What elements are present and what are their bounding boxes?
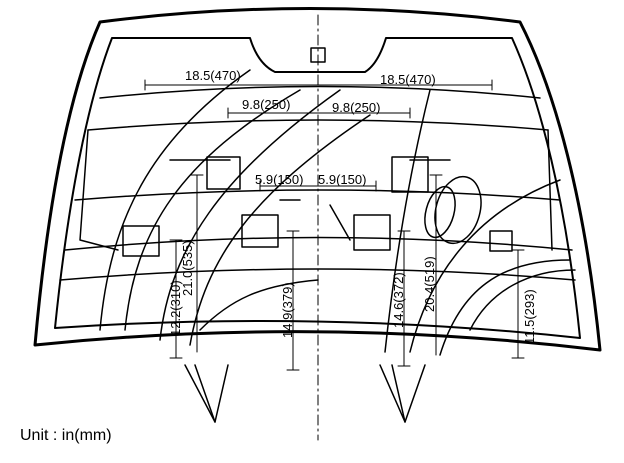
- sensor-pad: [206, 156, 241, 190]
- wiper-blades: [184, 364, 426, 423]
- sensor-pad: [241, 214, 279, 248]
- dim-label-top-right: 18.5(470): [380, 72, 436, 87]
- dim-label-center-right: 5.9(150): [318, 172, 366, 187]
- windshield-outer-outline: [33, 7, 602, 352]
- unit-label: Unit : in(mm): [20, 427, 112, 444]
- sensor-zone-outer: [434, 175, 482, 245]
- dim-label-v3: 14.9(379): [280, 282, 295, 338]
- sensor-pad: [122, 225, 160, 257]
- dim-label-v5: 20.4(519): [422, 256, 437, 312]
- dim-label-v6: 11.5(293): [522, 289, 537, 344]
- sensor-pad: [353, 214, 391, 251]
- zone-contours: [59, 85, 576, 281]
- wiper-arcs: [99, 69, 576, 356]
- mirror-mount: [310, 47, 326, 63]
- dim-label-second-left: 9.8(250): [242, 97, 290, 112]
- dim-label-v4: 14.6(372): [391, 272, 406, 328]
- dim-label-second-right: 9.8(250): [332, 100, 380, 115]
- sensor-zone-inner: [424, 185, 456, 239]
- dim-label-center-left: 5.9(150): [255, 172, 303, 187]
- windshield-inner-outline: [54, 37, 581, 339]
- dim-label-top-left: 18.5(470): [185, 68, 241, 83]
- sensor-pad: [391, 156, 429, 193]
- dim-label-v1: 12.2(310): [168, 280, 183, 336]
- dim-label-v2: 21.0(535): [180, 240, 195, 296]
- sensor-pad: [489, 230, 513, 252]
